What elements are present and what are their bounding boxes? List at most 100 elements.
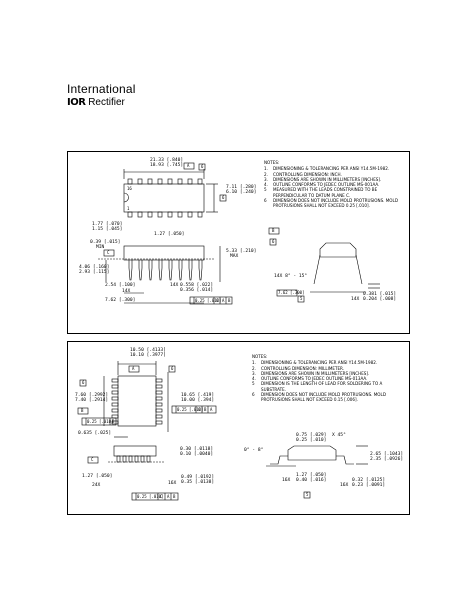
dip-standoff: 0.39 [.015] — [90, 240, 121, 245]
soic-lt-max: 0.32 [.0125] — [352, 478, 386, 483]
dip-flag6c: 6 — [272, 239, 275, 244]
soic-w-max: 7.60 [.2992] — [75, 393, 109, 398]
soic-leadw-min: 0.35 [.0138] — [181, 480, 215, 485]
dip-flag6b-box — [219, 194, 227, 202]
dip-row-space2: 7.62 [.300] — [278, 290, 305, 295]
soic-fcf-bot-c: C — [160, 494, 163, 499]
logo-ior: IOR — [67, 97, 86, 108]
dip-flag6-box — [198, 163, 206, 171]
dip-datum-a: A — [187, 163, 190, 168]
dip-lead-end-max: 1.77 [.070] — [92, 222, 123, 227]
dip-note-1: 1.DIMENSIONING & TOLERANCING PER ANSI Y1… — [264, 166, 390, 172]
soic-top-body — [117, 375, 157, 427]
soic-datum-b-box — [77, 407, 89, 415]
dip-seat-max: 4.06 [.160] — [79, 265, 110, 270]
soic-notes-title: NOTES: — [252, 354, 268, 359]
soic-chamfer-min: 0.25 [.010] — [296, 438, 327, 443]
dip-leadw-count: 14X — [170, 283, 179, 288]
dip-notes-title: NOTES: — [264, 160, 280, 165]
dip-fcf-a: A — [222, 298, 225, 303]
soic-len-min: 10.10 [.3977] — [130, 353, 166, 358]
soic-pitch-end: 0.635 [.025] — [78, 431, 112, 436]
soic-flag5-box — [303, 491, 311, 499]
dip-flag5: 5 — [300, 296, 303, 301]
dip-leadw-max: 0.558 [.022] — [180, 283, 214, 288]
dip-end-body — [319, 242, 357, 258]
soic-package-drawing: 10.50 [.4133] 10.10 [.3977] A 6 6 7.60 [… — [67, 341, 410, 515]
dip-top-body — [123, 183, 205, 213]
soic-h-min: 2.35 [.0926] — [370, 457, 404, 462]
dip-fcf-tol: 0.25 [.010] — [195, 298, 222, 303]
logo-international: International — [67, 82, 136, 96]
dip-end-leads — [313, 254, 363, 285]
soic-end-lead-left — [270, 455, 288, 465]
soic-datum-a-box — [128, 365, 140, 373]
soic-len-max: 10.50 [.4133] — [130, 348, 166, 353]
dip-flag6c-box — [269, 238, 277, 246]
dip-datum-b-box — [268, 227, 280, 235]
soic-drawing-svg — [77, 361, 368, 501]
soic-flag6-box — [168, 365, 176, 373]
dip-fcf-b: B — [228, 298, 231, 303]
soic-fcf-side-b: B — [204, 407, 207, 412]
dip-pin1-notch — [123, 192, 129, 203]
dip-pitch-count: 14X — [122, 289, 131, 294]
dip-datum-c: C — [107, 250, 110, 255]
dip-angle: 14X 8° - 15° — [274, 274, 308, 279]
dip-len-min: 18.93 [.745] — [150, 163, 184, 168]
soic-fcf-top-box — [81, 417, 117, 426]
soic-standoff-max: 0.30 [.0118] — [180, 447, 214, 452]
soic-standoff-min: 0.10 [.0040] — [180, 452, 214, 457]
soic-fcf-bot-b: B — [173, 494, 176, 499]
soic-flag5: 5 — [306, 492, 309, 497]
dip-datum-c-box — [103, 249, 115, 257]
dip-datum-b: B — [272, 228, 275, 233]
dip-note-3: 3.DIMENSIONS ARE SHOWN IN MILLIMETERS [I… — [264, 176, 382, 182]
soic-chamfer-note: X 45° — [332, 433, 346, 438]
soic-pitch: 1.27 [.050] — [82, 474, 113, 479]
dip-height: 5.33 [.210] — [226, 249, 257, 254]
dip-datum-a-box — [183, 162, 195, 170]
soic-datum-a: A — [132, 366, 135, 371]
soic-fcf-side-box — [171, 405, 217, 414]
soic-note-2: 2.CONTROLLING DIMENSION: MILLIMETER. — [252, 365, 345, 371]
soic-note-1: 1.DIMENSIONING & TOLERANCING PER ANSI Y1… — [252, 360, 378, 366]
dip-height-max: MAX — [230, 254, 239, 259]
soic-foot-count: 16X — [282, 478, 291, 483]
soic-w-min: 7.40 [.2914] — [75, 398, 109, 403]
soic-datum-c: C — [91, 457, 94, 462]
dip-leadw-min: 0.356 [.014] — [180, 288, 214, 293]
dip-pin-label: 16 — [127, 186, 132, 191]
soic-angle: 0° - 8° — [244, 448, 264, 453]
dip-standoff-min: MIN — [96, 245, 105, 250]
dip-len-max: 21.33 [.840] — [150, 158, 184, 163]
dip-note-4: 4.OUTLINE CONFORMS TO JEDEC OUTLINE MS-0… — [264, 182, 380, 188]
dip-wid-min: 6.10 [.240] — [226, 190, 257, 195]
soic-side-leads — [116, 455, 151, 463]
soic-fcf-side-tol: 0.25 [.010] — [177, 407, 204, 412]
dip-leadt-max: 0.381 [.015] — [363, 292, 397, 297]
soic-notes: NOTES: 1.DIMENSIONING & TOLERANCING PER … — [252, 354, 402, 403]
soic-fcf-top-tol: 0.25 [.010] — [87, 419, 114, 424]
dip-rowspace2-box — [276, 289, 298, 297]
soic-top-pins — [111, 378, 163, 425]
soic-side-body — [113, 445, 157, 457]
dip-notes: NOTES: 1.DIMENSIONING & TOLERANCING PER … — [264, 160, 404, 209]
logo-rectifier-line: IOR Rectifier — [67, 97, 136, 108]
soic-foot-min: 0.40 [.016] — [296, 478, 327, 483]
soic-flag6b: 6 — [82, 380, 85, 385]
dip-wid-max: 7.11 [.280] — [226, 185, 257, 190]
soic-lt-count: 16X — [340, 483, 349, 488]
soic-fcf-bot-box — [131, 492, 179, 501]
dip-leadt-min: 0.204 [.008] — [363, 297, 397, 302]
soic-fcf-side-a: A — [210, 407, 213, 412]
dip-pin1-label: 1 — [127, 206, 130, 211]
dip-side-body — [123, 245, 205, 261]
dip-package-drawing: 21.33 [.840] 18.93 [.745] A 6 7.11 [.280… — [67, 151, 410, 334]
soic-flag6b-box — [79, 379, 87, 387]
soic-lt-min: 0.23 [.0091] — [352, 483, 386, 488]
soic-flag6: 6 — [171, 366, 174, 371]
soic-datum-b: B — [81, 408, 84, 413]
